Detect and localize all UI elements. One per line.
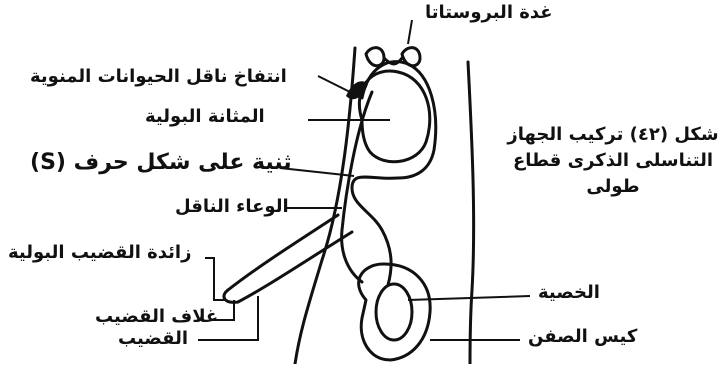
label-bladder: المثانة البولية xyxy=(145,108,265,126)
ampulla-fill xyxy=(346,81,368,99)
testis-shape xyxy=(376,284,412,340)
prostate-left xyxy=(366,48,384,66)
figure-caption: شكل (٤٢) تركيب الجهاز التناسلى الذكرى قط… xyxy=(506,122,720,200)
label-penis: القضيب xyxy=(118,330,188,348)
label-scrotum: كيس الصفن xyxy=(528,328,637,346)
label-ampulla: انتفاخ ناقل الحيوانات المنوية xyxy=(30,68,287,86)
caption-line-2: التناسلى الذكرى قطاع xyxy=(506,148,720,174)
label-prostate: غدة البروستاتا xyxy=(425,4,553,22)
prostate-right xyxy=(402,48,420,66)
leader-prostate xyxy=(408,20,412,44)
label-vas-deferens: الوعاء الناقل xyxy=(175,198,289,216)
label-urethral-appendage: زائدة القضيب البولية xyxy=(8,244,191,262)
label-s-bend: ثنية على شكل حرف (S) xyxy=(30,152,292,174)
caption-line-1: شكل (٤٢) تركيب الجهاز xyxy=(506,122,720,148)
leader-testis xyxy=(408,296,530,300)
caption-line-3: طولى xyxy=(506,174,720,200)
bladder-shape xyxy=(359,71,429,162)
label-sheath: غلاف القضيب xyxy=(95,308,218,326)
leader-appendage xyxy=(205,258,226,300)
body-outline-right xyxy=(468,62,474,364)
scrotum-shape xyxy=(359,264,430,360)
penis-tip xyxy=(224,290,238,302)
label-testis: الخصية xyxy=(538,284,600,302)
s-bend-path xyxy=(352,177,398,285)
leader-ampulla xyxy=(318,76,350,92)
